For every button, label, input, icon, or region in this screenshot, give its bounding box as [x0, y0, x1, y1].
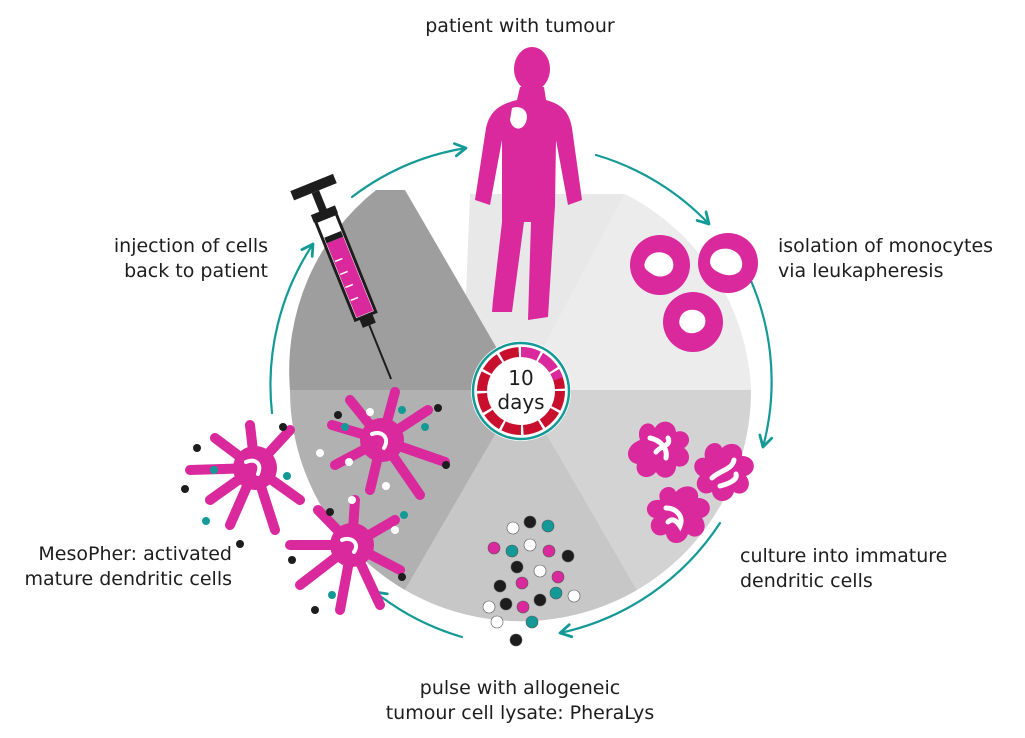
cycle-arrow-icon — [269, 242, 315, 415]
wedge-culture — [521, 390, 752, 590]
step-culture-label: culture into immature dendritic cells — [740, 545, 948, 592]
cycle-arrow-icon — [350, 142, 468, 199]
step-isolation-label: isolation of monocytes via leukapheresis — [778, 235, 994, 282]
timer-ring-icon — [471, 341, 571, 441]
mature-dendritic-cell-icon — [181, 387, 450, 615]
monocyte-icon — [630, 233, 758, 352]
person-icon — [475, 47, 582, 320]
wedge-pulse — [405, 390, 637, 622]
timer-unit: days — [497, 390, 545, 414]
immature-dendritic-cell-icon — [627, 421, 754, 543]
syringe-icon — [290, 173, 393, 380]
timer-number: 10 — [508, 366, 534, 390]
step-mesopher-label: MesoPher: activated mature dendritic cel… — [24, 543, 232, 590]
step-patient-label: patient with tumour — [425, 15, 615, 37]
cycle-arrow-icon — [594, 153, 711, 226]
lysate-particles-icon — [482, 515, 581, 647]
cycle-arrow-icon — [740, 260, 774, 449]
cycle-arrow-icon — [558, 521, 722, 639]
step-pulse-label: pulse with allogeneic tumour cell lysate… — [385, 677, 655, 724]
timer-label: 10 days — [474, 366, 568, 414]
step-injection-label: injection of cells back to patient — [113, 235, 268, 282]
